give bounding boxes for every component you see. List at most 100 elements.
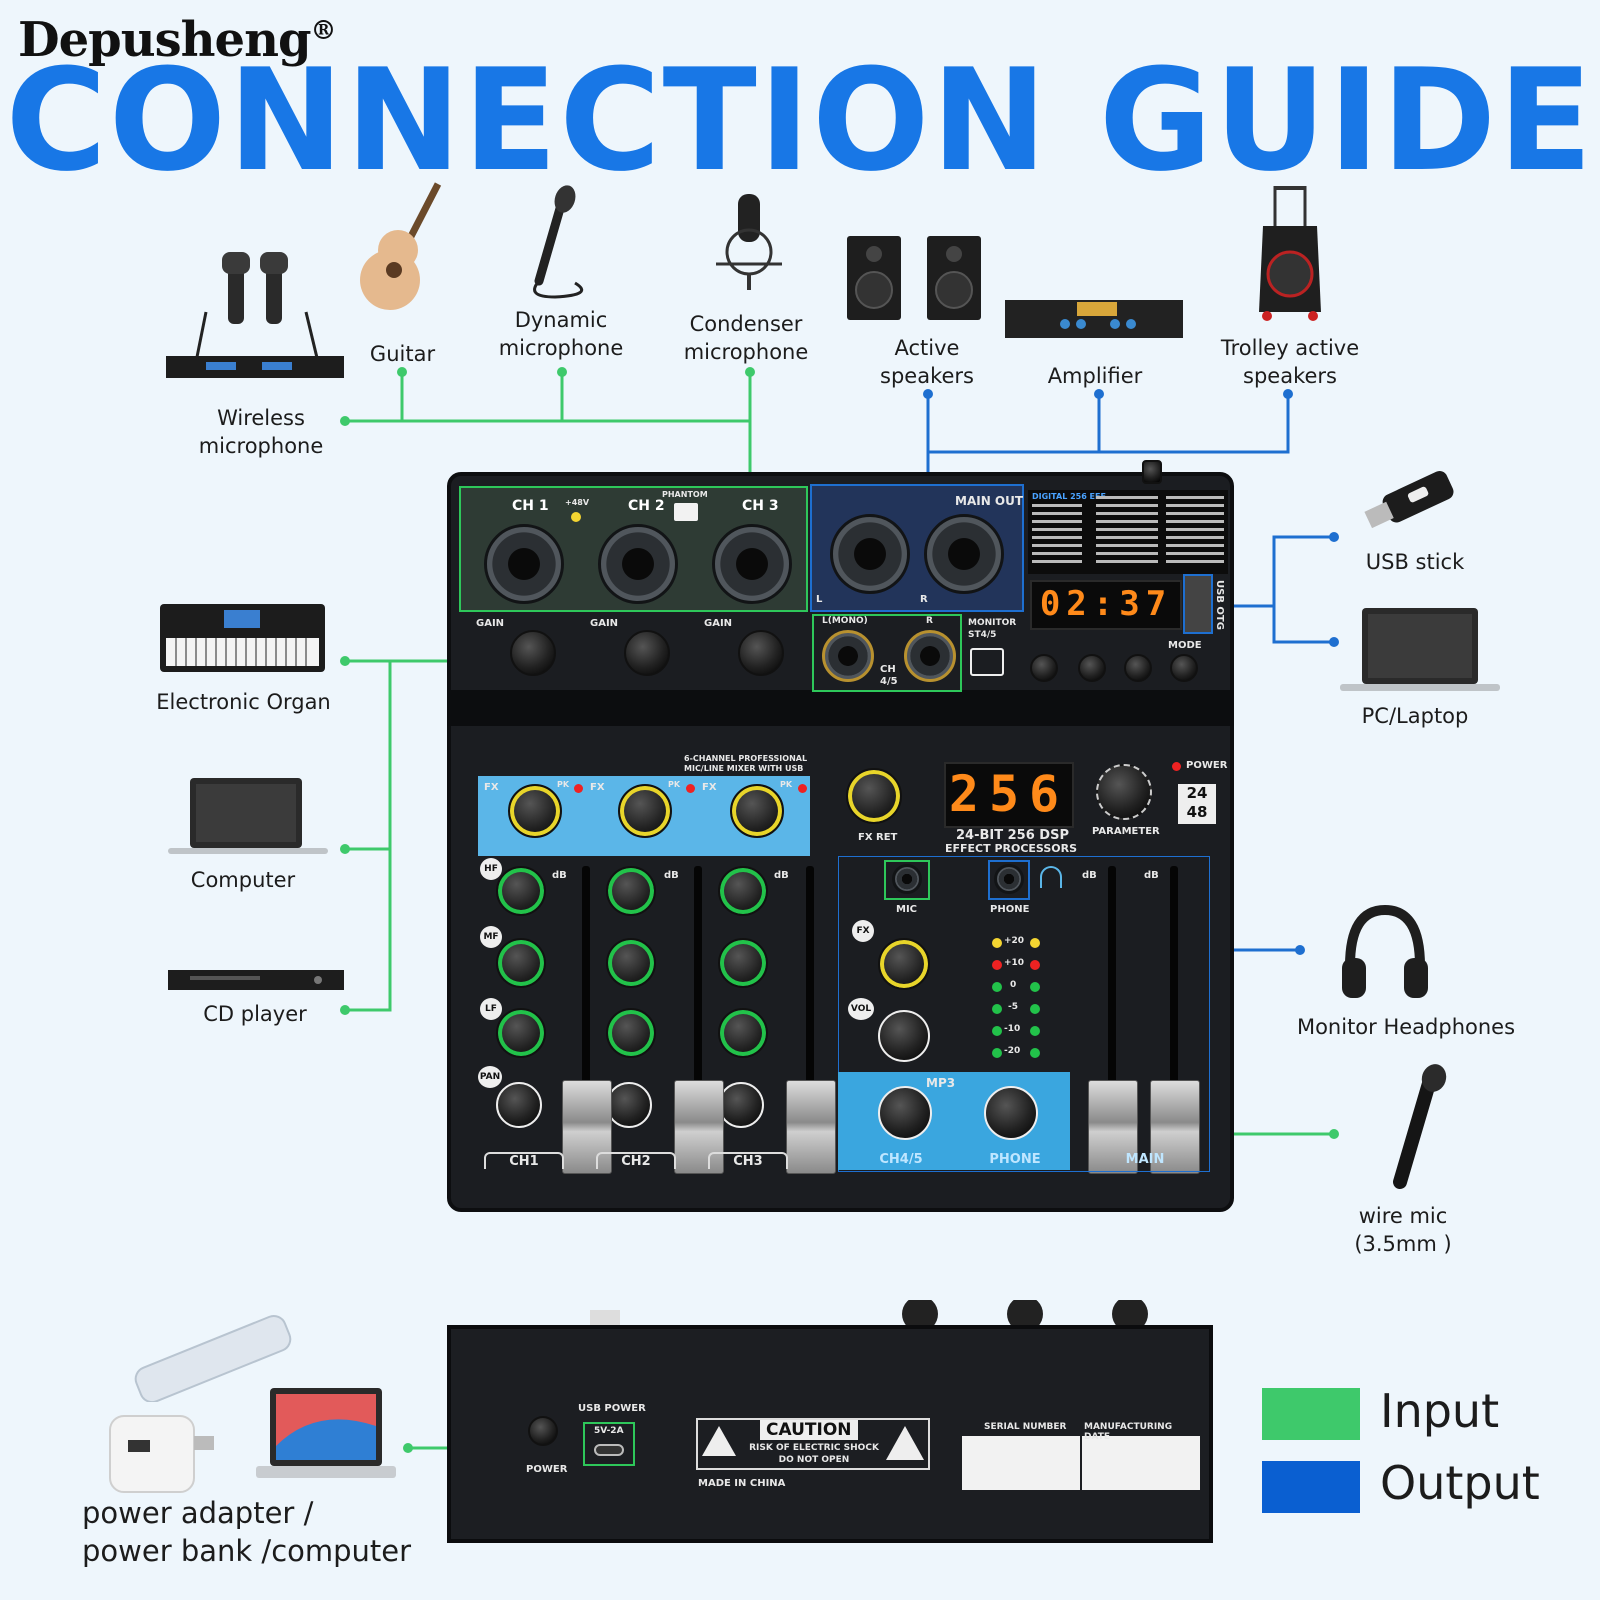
power-computer-image (256, 1386, 396, 1486)
ch3-mf-knob[interactable] (718, 938, 768, 988)
ch45-vol-knob[interactable] (878, 1010, 930, 1062)
parameter-knob[interactable] (1096, 764, 1152, 820)
mode-button[interactable] (1170, 654, 1198, 682)
ch1-peak-led (574, 784, 583, 793)
ch1-pan-knob[interactable] (496, 1082, 542, 1128)
phone-jack-label: PHONE (990, 904, 1030, 915)
label-cd-player: CD player (203, 1002, 307, 1026)
label-wire-mic: wire mic(3.5mm ) (1354, 1204, 1452, 1256)
rear-power-button[interactable] (528, 1416, 558, 1446)
registered-mark: ® (310, 16, 337, 46)
next-track-button[interactable] (1078, 654, 1106, 682)
usb-otg-port[interactable] (1183, 574, 1213, 634)
ch2-lf-knob[interactable] (606, 1008, 656, 1058)
effect-list-panel: DIGITAL 256 EFF (1028, 490, 1228, 574)
mic-35mm-jack[interactable] (892, 864, 922, 894)
ch2-fx-knob[interactable] (618, 784, 672, 838)
ch45-r-label: R (926, 616, 933, 626)
page-title: CONNECTION GUIDE (5, 38, 1595, 203)
computer-image (168, 776, 328, 856)
main-left-fader[interactable] (1088, 1080, 1138, 1174)
legend-input-swatch (1262, 1388, 1360, 1440)
ch3-bottom-label: CH3 (708, 1152, 788, 1169)
ch2-gain-knob[interactable] (624, 630, 670, 676)
power-led (1172, 762, 1181, 771)
mp3-volume-knob[interactable] (878, 1086, 932, 1140)
ch2-pan-knob[interactable] (606, 1082, 652, 1128)
label-computer: Computer (190, 868, 296, 892)
ch45-fx-knob[interactable] (878, 938, 930, 990)
ch1-hf-knob[interactable] (496, 866, 546, 916)
main-right-fader[interactable] (1150, 1080, 1200, 1174)
ch3-fx-knob[interactable] (730, 784, 784, 838)
ch1-xlr-combo-jack[interactable] (484, 524, 564, 604)
cd-player-image (168, 966, 344, 994)
ch3-fx-label: FX (702, 782, 717, 793)
phone-volume-knob[interactable] (984, 1086, 1038, 1140)
guitar-image (356, 178, 446, 316)
ch45-phone-section (838, 856, 1210, 1172)
ch1-fx-knob[interactable] (508, 784, 562, 838)
mic-jack-box (884, 860, 930, 900)
ch1-lf-knob[interactable] (496, 1008, 546, 1058)
ch45-label: CH 4/5 (880, 664, 898, 687)
ch1-fader[interactable] (562, 1080, 612, 1174)
output-dots (923, 389, 1339, 955)
phantom-48v-label: +48V (565, 498, 590, 507)
ch3-gain-label: GAIN (704, 618, 733, 629)
main-out-left-xlr[interactable] (830, 514, 910, 594)
ch2-gain-label: GAIN (590, 618, 619, 629)
ch2-xlr-combo-jack[interactable] (598, 524, 678, 604)
ch3-xlr-combo-jack[interactable] (712, 524, 792, 604)
prev-track-button[interactable] (1030, 654, 1058, 682)
phone-jack-box (988, 860, 1030, 900)
ch1-gain-knob[interactable] (510, 630, 556, 676)
phone-headphone-jack[interactable] (994, 864, 1024, 894)
amplifier-image (1005, 296, 1183, 340)
made-in-label: MADE IN CHINA (698, 1478, 786, 1489)
dsp-subtitle: EFFECT PROCESSORS (944, 842, 1078, 855)
ch3-gain-knob[interactable] (738, 630, 784, 676)
ch1-mf-knob[interactable] (496, 938, 546, 988)
ch3-fader-slot (806, 866, 814, 1084)
wire-mic-image (1384, 1064, 1454, 1190)
manufacturing-date-label: MANUFACTURING DATE (1084, 1422, 1173, 1442)
l-mono-label: L(MONO) (822, 616, 868, 626)
ch3-fader[interactable] (786, 1080, 836, 1174)
phantom-switch[interactable] (674, 503, 698, 521)
main-out-label: MAIN OUT (955, 494, 1024, 508)
mic-jack-label: MIC (896, 904, 918, 915)
fx-return-knob[interactable] (846, 768, 902, 824)
ch2-mf-knob[interactable] (606, 938, 656, 988)
ch2-hf-knob[interactable] (606, 866, 656, 916)
brand-name: Depusheng (18, 12, 312, 68)
lf-label: LF (480, 998, 502, 1020)
monitor-label: MONITOR (968, 618, 1017, 628)
top-mini-knob[interactable] (1142, 460, 1162, 484)
ch45-bottom-label: CH4/5 (879, 1152, 923, 1167)
ch1-gain-label: GAIN (476, 618, 505, 629)
ch3-lf-knob[interactable] (718, 1008, 768, 1058)
ch3-hf-knob[interactable] (718, 866, 768, 916)
pan-label: PAN (478, 1066, 502, 1088)
ch2-peak-led (686, 784, 695, 793)
main-out-right-xlr[interactable] (924, 514, 1004, 594)
main-out-l-label: L (816, 594, 823, 605)
ch45-left-jack[interactable] (822, 630, 874, 682)
monitor-switch[interactable] (970, 648, 1004, 676)
electronic-organ-image (160, 604, 325, 672)
dsp-effect-display: 256 (944, 762, 1074, 828)
hf-label: HF (480, 858, 502, 880)
ch2-fader[interactable] (674, 1080, 724, 1174)
brand-logo: Depusheng® (18, 12, 337, 68)
legend-output-label: Output (1380, 1456, 1540, 1510)
digital-effects-header: DIGITAL 256 EFF (1032, 492, 1106, 501)
play-pause-button[interactable] (1124, 654, 1152, 682)
usb-c-port[interactable] (594, 1444, 624, 1456)
power-led-label: POWER (1186, 760, 1228, 771)
ch45-right-jack[interactable] (904, 630, 956, 682)
ch3-pan-knob[interactable] (718, 1082, 764, 1128)
